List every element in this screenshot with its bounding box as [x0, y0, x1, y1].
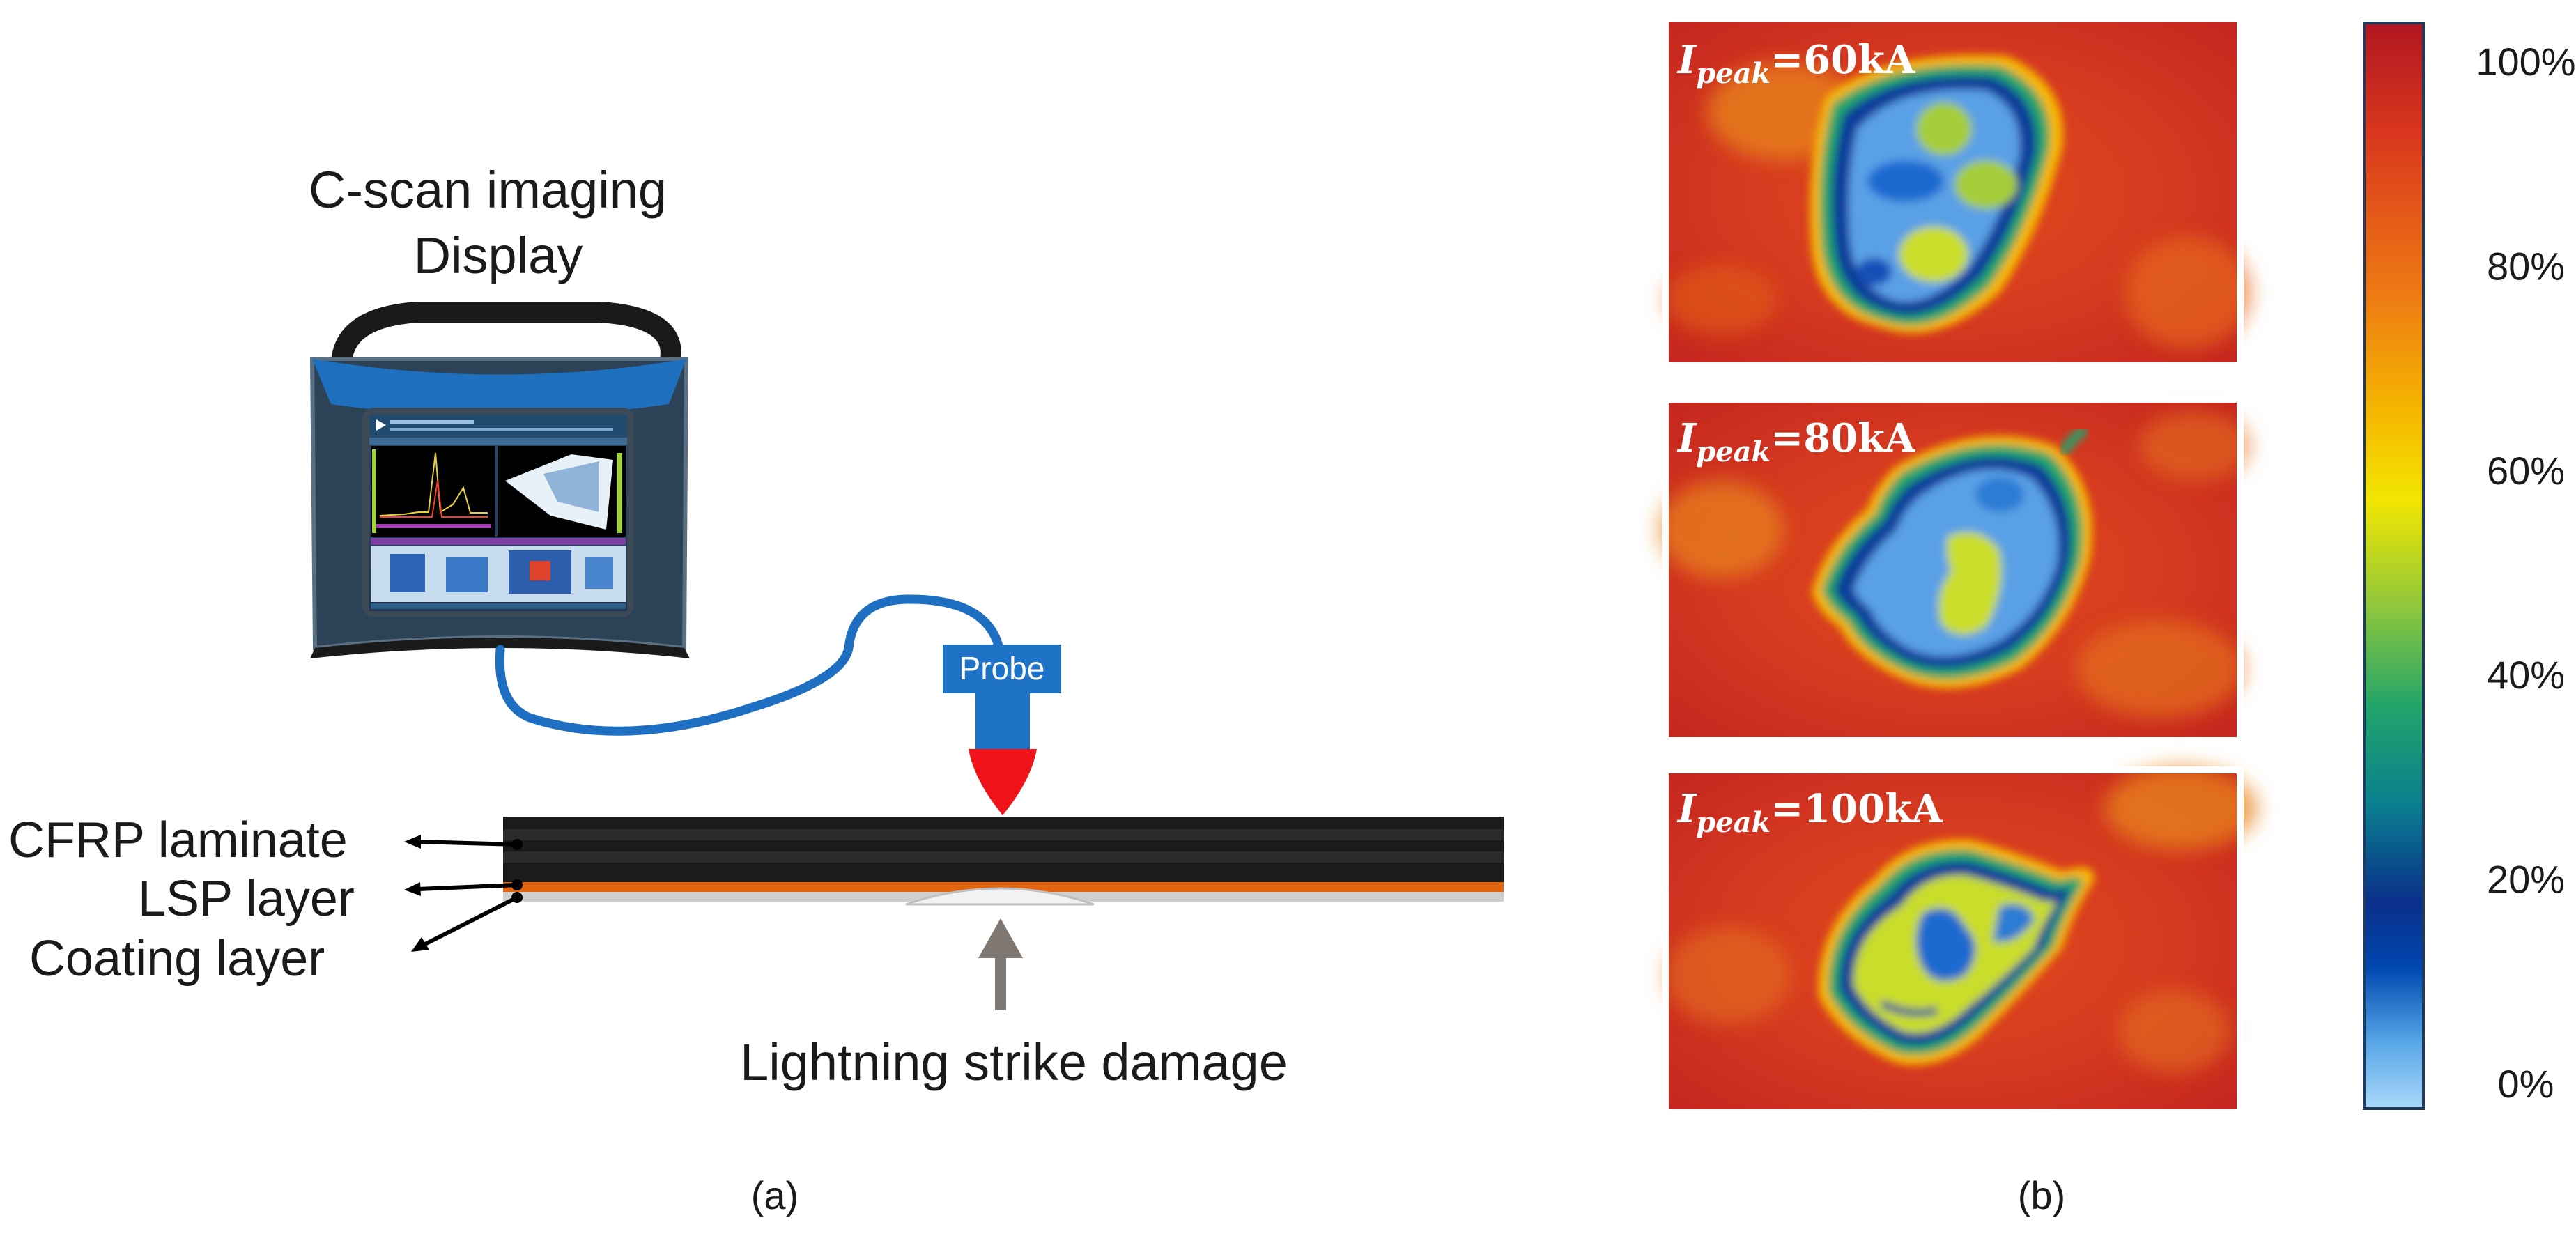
colorbar-gradient — [2363, 22, 2425, 1110]
caption-a: (a) — [751, 1173, 799, 1217]
probe-cable — [495, 594, 1005, 736]
colorbar-tick-label: 0% — [2498, 1062, 2554, 1106]
scan-label-60ka-value: =60kA — [1771, 37, 1916, 83]
scan-label-60ka-subscript: peak — [1696, 57, 1771, 90]
colorbar-tick-label: 100% — [2476, 40, 2575, 84]
damage-zone — [905, 887, 1095, 906]
device-title-line2: Display — [414, 226, 583, 284]
scan-label-100ka-subscript: peak — [1696, 806, 1771, 839]
label-lightning-damage: Lightning strike damage — [740, 1033, 1288, 1091]
label-cfrp-laminate: CFRP laminate — [8, 812, 348, 868]
scan-label-80ka: Ipeak=80kA — [1676, 415, 1916, 468]
colorbar-tick-label: 40% — [2487, 653, 2565, 697]
caption-b: (b) — [2018, 1173, 2065, 1217]
device-title-line1: C-scan imaging — [309, 161, 667, 219]
probe-tip — [969, 749, 1037, 815]
scan-label-60ka: Ipeak=60kA — [1676, 37, 1916, 90]
cscan-image-80ka: Ipeak=80kA — [1658, 396, 2251, 744]
scan-label-100ka: Ipeak=100kA — [1676, 786, 1943, 839]
colorbar-tick-label: 20% — [2487, 858, 2565, 902]
cscan-image-60ka: Ipeak=60kA — [1662, 15, 2251, 369]
scan-label-100ka-symbol: I — [1676, 786, 1697, 832]
damage-arrow — [978, 918, 1023, 1010]
scan-label-80ka-symbol: I — [1676, 415, 1697, 461]
ultrasonic-device-icon — [309, 302, 690, 658]
cfrp-laminate-layer — [503, 817, 1504, 882]
colorbar-tick-label: 80% — [2487, 244, 2565, 288]
cscan-image-100ka: Ipeak=100kA — [1662, 766, 2258, 1116]
probe: Probe — [943, 645, 1061, 815]
lsp-layer — [503, 882, 1504, 892]
colorbar: 100% 80% 60% 40% 20% 0% — [2363, 22, 2576, 1110]
colorbar-tick-label: 60% — [2487, 449, 2565, 493]
scan-label-60ka-symbol: I — [1676, 37, 1697, 83]
probe-label: Probe — [959, 650, 1045, 686]
layer-leaders — [404, 835, 523, 952]
cfrp-specimen — [503, 817, 1504, 906]
scan-label-80ka-value: =80kA — [1771, 415, 1916, 461]
scan-label-100ka-value: =100kA — [1771, 786, 1943, 832]
label-coating-layer: Coating layer — [29, 931, 325, 987]
colorbar-tick-labels: 100% 80% 60% 40% 20% 0% — [2476, 40, 2575, 1106]
panel-a: C-scan imaging Display — [8, 161, 1504, 1217]
panel-b: Ipeak=60kA Ipeak=80kA — [1658, 15, 2576, 1217]
label-lsp-layer: LSP layer — [138, 871, 355, 927]
scan-label-80ka-subscript: peak — [1696, 435, 1771, 468]
